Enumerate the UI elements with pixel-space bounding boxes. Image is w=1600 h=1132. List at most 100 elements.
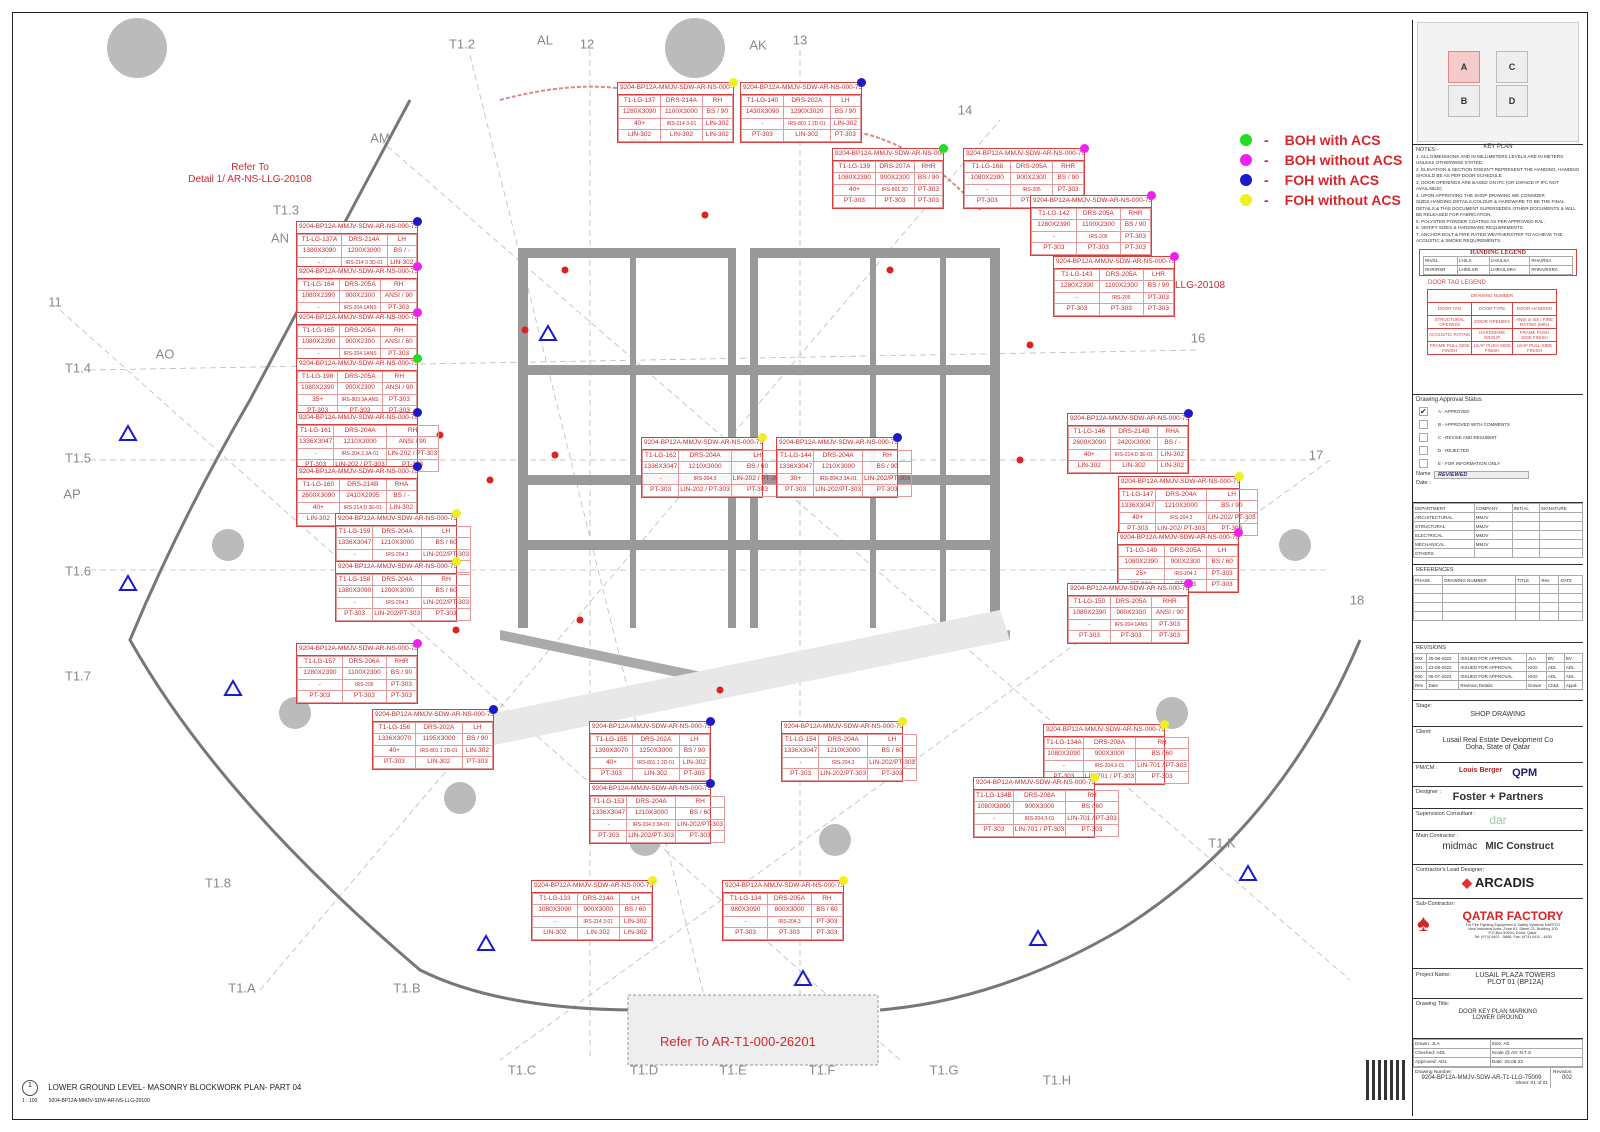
grid-label: 16: [1190, 330, 1206, 346]
title-block: A B C D KEY PLAN NOTES:- 1. ALL DIMENSIO…: [1412, 20, 1584, 1116]
louis-berger-logo: Louis Berger: [1458, 767, 1503, 774]
door-color-legend: -BOH with ACS -BOH without ACS -FOH with…: [1240, 130, 1402, 210]
grid-label: T1.8: [204, 875, 232, 891]
grid-label: T1.2: [448, 36, 476, 52]
pmcm-section: PM/CM : Louis Berger QPM: [1413, 763, 1583, 787]
door-tag-drawing-number: 9204-BP12A-MMJV-SDW-AR-NS-000-75305: [297, 222, 417, 234]
approval-option-a[interactable]: ✔A - APPROVED: [1419, 407, 1470, 416]
door-tag-drawing-number: 9204-BP12A-MMJV-SDW-AR-NS-000-75047: [1031, 196, 1151, 208]
door-category-dot-icon: [1090, 773, 1099, 782]
door-tag-drawing-number: 9204-BP12A-MMJV-SDW-AR-NS-000-75037: [1068, 584, 1188, 596]
grid-label: T1.D: [629, 1062, 659, 1078]
door-tag: 9204-BP12A-MMJV-SDW-AR-NS-000-75307T1-LG…: [617, 78, 738, 143]
door-tag-drawing-number: 9204-BP12A-MMJV-SDW-AR-NS-000-75312: [336, 562, 456, 574]
detail-reference: Refer To Detail 1/ AR-NS-LLG-20108: [188, 162, 312, 185]
grid-label: 14: [957, 102, 973, 118]
green-dot-icon: [1240, 134, 1252, 146]
door-category-dot-icon: [939, 144, 948, 153]
drawing-title-section: Drawing Title: DOOR KEY PLAN MARKING LOW…: [1413, 999, 1583, 1039]
midmac-logo: midmac: [1442, 841, 1478, 852]
door-tag-drawing-number: 9204-BP12A-MMJV-SDW-AR-NS-000-75037: [297, 313, 417, 325]
legend-item: -BOH without ACS: [1240, 150, 1402, 170]
door-tag-drawing-number: 9204-BP12A-MMJV-SDW-AR-NS-000-75301: [373, 710, 493, 722]
grid-label: 13: [792, 32, 808, 48]
door-tag-drawing-number: 9204-BP12A-MMJV-SDW-AR-NS-000-75009: [964, 149, 1084, 161]
door-category-dot-icon: [1147, 191, 1156, 200]
grid-label: T1.3: [272, 202, 300, 218]
door-category-dot-icon: [839, 876, 848, 885]
approval-option-d[interactable]: D - REJECTED: [1413, 444, 1583, 457]
door-category-dot-icon: [413, 217, 422, 226]
door-tag-drawing-number: 9204-BP12A-MMJV-SDW-AR-NS-000-75314: [590, 784, 710, 796]
legend-item: -FOH with ACS: [1240, 170, 1402, 190]
door-tag-drawing-number: 9204-BP12A-MMJV-SDW-AR-NS-000-75022: [297, 359, 417, 371]
door-category-dot-icon: [1184, 409, 1193, 418]
approval-option-b[interactable]: B - APPROVED WITH COMMENTS: [1413, 418, 1583, 431]
grid-label: AN: [270, 230, 290, 246]
door-tag-drawing-number: 9204-BP12A-MMJV-SDW-AR-NS-000-75010: [1118, 533, 1238, 545]
door-tag-drawing-number: 9204-BP12A-MMJV-SDW-AR-NS-000-75308: [1068, 414, 1188, 426]
door-category-dot-icon: [489, 705, 498, 714]
grid-label: T1.E: [719, 1062, 747, 1078]
grid-label: 12: [579, 36, 595, 52]
reviewer-name: REVIEWED: [1434, 471, 1529, 479]
door-category-dot-icon: [1235, 472, 1244, 481]
notes-section: NOTES:- 1. ALL DIMENSIONS AND IN MILLIME…: [1413, 145, 1583, 395]
grid-label: T1.H: [1042, 1072, 1072, 1088]
grid-label: T1.5: [64, 450, 92, 466]
door-category-dot-icon: [413, 262, 422, 271]
door-category-dot-icon: [898, 717, 907, 726]
door-tag-drawing-number: 9204-BP12A-MMJV-SDW-AR-NS-000-75047: [1054, 257, 1174, 269]
door-tag-drawing-number: 9204-BP12A-MMJV-SDW-AR-NS-000-75302-TBC: [741, 83, 861, 95]
yellow-dot-icon: [1240, 194, 1252, 206]
approval-option-e[interactable]: E - FOR INFORMATION ONLY: [1413, 457, 1583, 470]
supervision-section: Supervision Consultant : dar: [1413, 809, 1583, 831]
project-section: Project Name: LUSAIL PLAZA TOWERS PLOT 0…: [1413, 969, 1583, 999]
door-tag-drawing-number: 9204-BP12A-MMJV-SDW-AR-NS-000-75046: [297, 644, 417, 656]
grid-label: 11: [48, 294, 62, 310]
legend-item: -BOH with ACS: [1240, 130, 1402, 150]
door-category-dot-icon: [729, 78, 738, 87]
door-tag-drawing-number: 9204-BP12A-MMJV-SDW-AR-NS-000-75307: [618, 83, 733, 95]
door-category-dot-icon: [452, 509, 461, 518]
checkbox-icon: [1419, 459, 1428, 468]
grid-label: AM: [370, 130, 390, 146]
grid-label: T1.G: [929, 1062, 959, 1078]
foster-partners-logo: Foster + Partners: [1452, 791, 1544, 803]
approval-section: Drawing Approval Status ✔A - APPROVED B …: [1413, 395, 1583, 503]
door-category-dot-icon: [413, 462, 422, 471]
sub-contractor-section: Sub-Contractor: ♠ QATAR FACTORY For Fire…: [1413, 899, 1583, 969]
revision-number: 002: [1561, 1075, 1572, 1081]
grid-label: T1.K: [1208, 835, 1236, 851]
qpm-logo: QPM: [1512, 767, 1538, 779]
checkmark-icon: ✔: [1419, 407, 1428, 416]
door-tag-drawing-number: 9204-BP12A-MMJV-SDW-AR-NS-000-75314: [777, 438, 897, 450]
approval-option-c[interactable]: C - REVISE AND RESUBMIT: [1413, 431, 1583, 444]
door-tag-drawing-number: 9204-BP12A-MMJV-SDW-AR-NS-000-75314: [297, 413, 417, 425]
drawing-number: 9204-BP12A-MMJV-SDW-AR-T1-LLG-75009: [1421, 1075, 1542, 1081]
door-category-dot-icon: [1160, 720, 1169, 729]
grid-label: 17: [1308, 447, 1324, 463]
door-tag: 9204-BP12A-MMJV-SDW-AR-NS-000-75057T1-LG…: [832, 144, 948, 209]
door-category-dot-icon: [706, 779, 715, 788]
blue-dot-icon: [1240, 174, 1252, 186]
